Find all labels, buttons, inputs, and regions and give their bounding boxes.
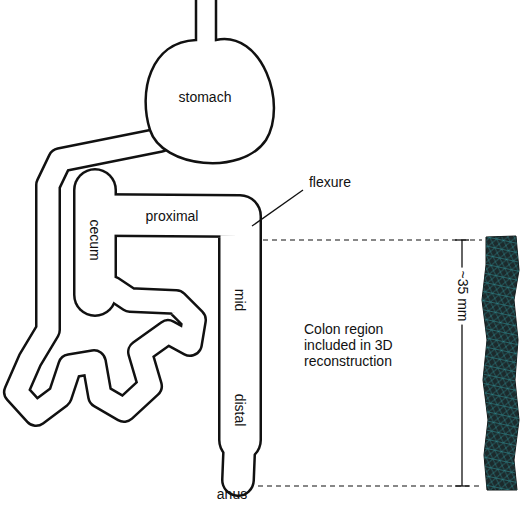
region-label: mid [232,289,248,312]
region-label: anus [217,486,247,502]
dimension-tick [455,239,469,240]
region-label: cecum [87,219,103,260]
region-label: distal [232,394,248,427]
region-label: flexure [309,174,351,190]
gut-tubes [16,140,240,480]
note-text: Colon region included in 3D reconstructi… [304,321,416,369]
colon-3d-mesh [482,236,519,490]
top-extent-line [263,239,482,240]
dimension-tick [455,485,469,486]
distal-colon-outline [238,430,240,480]
region-label: proximal [146,208,199,224]
small-intestine-outline [16,140,194,414]
bottom-extent-line [258,485,482,486]
organ-label: stomach [179,89,232,105]
flexure-leader [252,190,303,226]
dimension-label: ~35 mm [454,268,470,325]
stomach-outline [146,0,274,163]
